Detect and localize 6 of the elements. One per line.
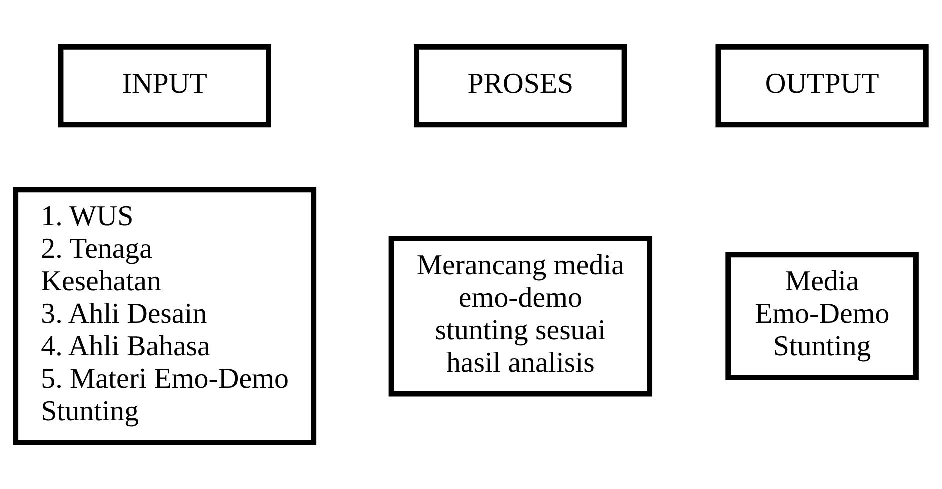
node-box: PROSES <box>414 44 628 128</box>
node-box: INPUT <box>58 44 272 128</box>
node-box: OUTPUT <box>716 44 929 128</box>
node-box: Media Emo-Demo Stunting <box>726 252 919 380</box>
node-box: 1. WUS 2. Tenaga Kesehatan 3. Ahli Desain 4. Ahli Bahasa 5. Materi Emo-Demo Stunting <box>13 186 317 445</box>
node-box: Merancang media emo-demo stunting sesuai hasil analisis <box>388 235 653 396</box>
